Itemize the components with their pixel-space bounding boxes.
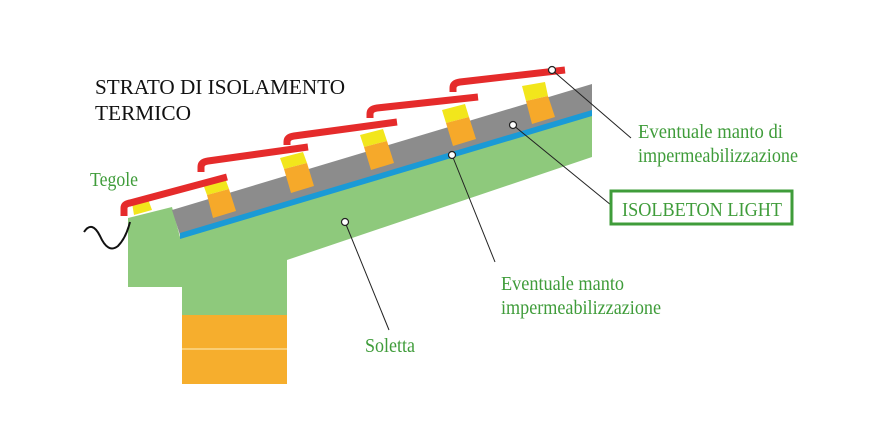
label-soletta: Soletta — [365, 335, 415, 357]
title-line-1: STRATO DI ISOLAMENTO — [95, 75, 345, 99]
batten — [280, 152, 314, 193]
leader-dots — [340, 65, 557, 227]
label-manto-bottom-2: impermeabilizzazione — [501, 297, 661, 319]
battens — [132, 82, 555, 218]
label-tegole: Tegole — [90, 169, 138, 191]
tile — [366, 93, 479, 118]
label-manto-top-2: impermeabilizzazione — [638, 145, 798, 167]
tile — [283, 118, 398, 146]
label-manto-top-1: Eventuale manto di — [638, 121, 783, 143]
slab-soletta — [128, 115, 592, 315]
tile — [197, 143, 309, 172]
title-line-2: TERMICO — [95, 101, 191, 125]
batten — [442, 104, 476, 146]
batten — [522, 82, 555, 124]
tile — [120, 173, 228, 216]
tile — [449, 66, 566, 92]
batten — [360, 129, 394, 170]
product-box — [609, 189, 794, 226]
roof-tiles — [120, 66, 566, 216]
membrane-layer — [180, 110, 592, 239]
label-product: ISOLBETON LIGHT — [622, 199, 782, 221]
leader-lines — [344, 69, 632, 331]
label-manto-bottom-1: Eventuale manto — [501, 273, 624, 295]
wire — [83, 221, 131, 250]
